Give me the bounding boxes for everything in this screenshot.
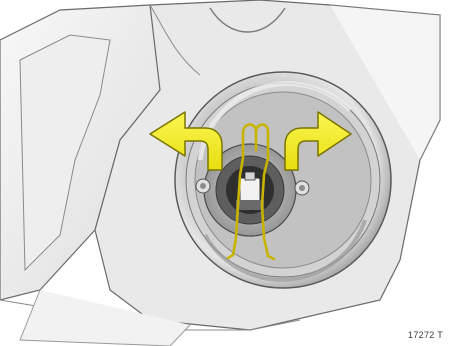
screw-left-icon (196, 179, 210, 193)
screw-right-icon (295, 181, 309, 195)
figure-reference-number: 17272 T (408, 330, 443, 340)
